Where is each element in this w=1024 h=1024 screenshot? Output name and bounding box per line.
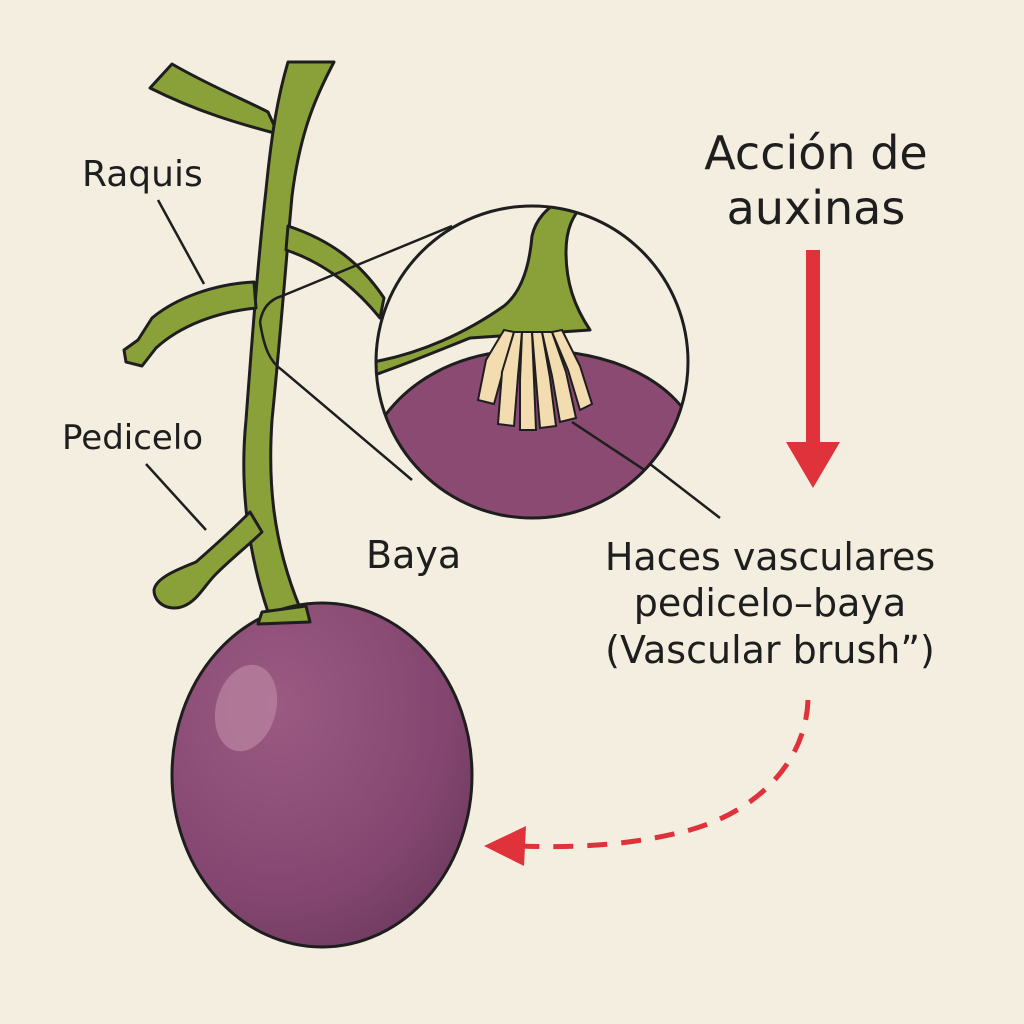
pedicel-attachment [256,604,312,626]
label-vascular-bundles: Haces vasculares pedicelo–baya (Vascular… [560,534,980,673]
label-auxin-line1: Acción de [704,126,928,180]
label-baya: Baya [366,533,462,577]
label-auxin-action: Acción de auxinas [686,126,946,236]
label-raquis: Raquis [82,154,203,195]
label-vascular-line1: Haces vasculares [604,535,936,579]
zoom-connector-lines [258,224,453,481]
label-vascular-line2: pedicelo–baya [633,581,907,626]
vascular-brush [476,328,594,431]
label-leader-lines [145,199,207,531]
vascular-pointer-line [649,463,721,519]
label-pedicelo: Pedicelo [62,418,204,458]
dashed-arrow [484,699,811,866]
zoom-detail-circle [374,204,690,520]
label-auxin-line2: auxinas [726,181,906,236]
rachis-stem [122,60,386,614]
label-vascular-line3: (Vascular brush”) [605,627,935,672]
auxin-arrow [786,250,840,488]
grape-berry [170,601,474,949]
